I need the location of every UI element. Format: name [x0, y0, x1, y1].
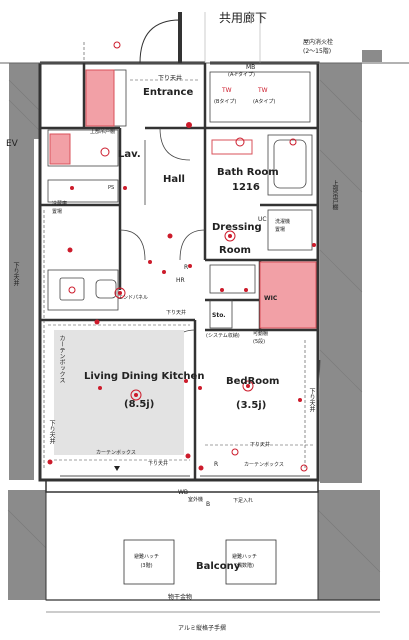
dressing-label: Dressing — [212, 222, 262, 233]
hydrant-note: 屋内消火栓 (2～15階) — [303, 39, 334, 55]
bathroom-size: 1216 — [232, 182, 260, 193]
wic-label: WIC — [264, 295, 278, 302]
tw-b: TW — [222, 87, 232, 94]
sagari-ldk-left: 下り天井 — [48, 420, 55, 444]
curtain-box-bed: カーテンボックス — [244, 462, 284, 468]
laundry-label: 洗濯機 置場 — [275, 219, 291, 233]
curtain-box-ldk: カーテンボックス — [96, 450, 136, 456]
electrical-dots — [47, 41, 316, 472]
r2-label: R — [214, 461, 219, 468]
a-type: (Aタイプ) — [253, 99, 276, 105]
b-type: (Bタイプ) — [214, 99, 237, 105]
mb-type: (A-Fタイプ) — [228, 72, 255, 78]
bedroom-size: (3.5j) — [236, 400, 267, 411]
bathroom-label: Bath Room — [217, 167, 279, 178]
lav-label: Lav. — [118, 149, 141, 160]
balcony-area — [45, 479, 380, 613]
sagari-bed: 下り天井 — [250, 442, 271, 448]
sagari-entrance: 下り天井 — [158, 75, 183, 82]
shoe-closet: 下足入れ — [233, 498, 254, 504]
endpanel-label: エンドパネル — [118, 295, 149, 301]
ps-label: PS — [108, 185, 115, 191]
structural-walls — [8, 50, 382, 600]
railing-label: アルミ縦格子手摺 — [178, 625, 226, 632]
hatch-3: 避難ハッチ (3階) — [134, 554, 160, 569]
hall-label: Hall — [163, 174, 185, 185]
bedroom-label: BedRoom — [226, 376, 280, 387]
wb-label: WB — [178, 489, 189, 496]
movable-shelf: 可動棚 (5段) — [253, 331, 269, 345]
ldk-floor — [54, 330, 184, 455]
outdoor-unit: 室外機 — [188, 497, 204, 503]
ldk-label: Living Dining Kitchen — [84, 371, 205, 382]
ldk-size: (8.5j) — [124, 399, 155, 410]
sagari-balcony: 下り天井 — [148, 461, 169, 467]
hr-label: HR — [176, 277, 185, 284]
fridge-label: 冷蔵庫 置場 — [52, 201, 68, 215]
uc-label: UC — [258, 216, 267, 223]
upper-cabinet-right: 上部吊戸棚 — [331, 180, 338, 210]
r-label: R — [184, 264, 189, 271]
balcony-label: Balcony — [196, 561, 241, 572]
corridor-label: 共用廊下 — [219, 11, 268, 25]
tw-a: TW — [258, 87, 268, 94]
storage-highlights — [49, 69, 317, 329]
system-shelf: (システム収納) — [206, 333, 240, 339]
mb-label: MB — [246, 64, 256, 71]
sagari-bed-right: 下り天井 — [308, 388, 315, 412]
curtain-box-left: カーテンボックス — [58, 335, 65, 383]
dressing-room-label: Room — [219, 245, 251, 256]
sagari-left: 下り天井 — [12, 262, 19, 286]
ev-label: EV — [6, 139, 18, 149]
sagari-kitchen: 下り天井 — [166, 310, 187, 316]
b-label: B — [206, 501, 211, 508]
upper-cabinet: 上部吊戸棚 — [90, 129, 116, 135]
sto-label: Sto. — [212, 312, 226, 319]
hatch-even: 避難ハッチ (偶数階) — [232, 554, 258, 569]
handrail-label: 物干金物 — [168, 594, 193, 601]
entrance-label: Entrance — [143, 87, 194, 98]
